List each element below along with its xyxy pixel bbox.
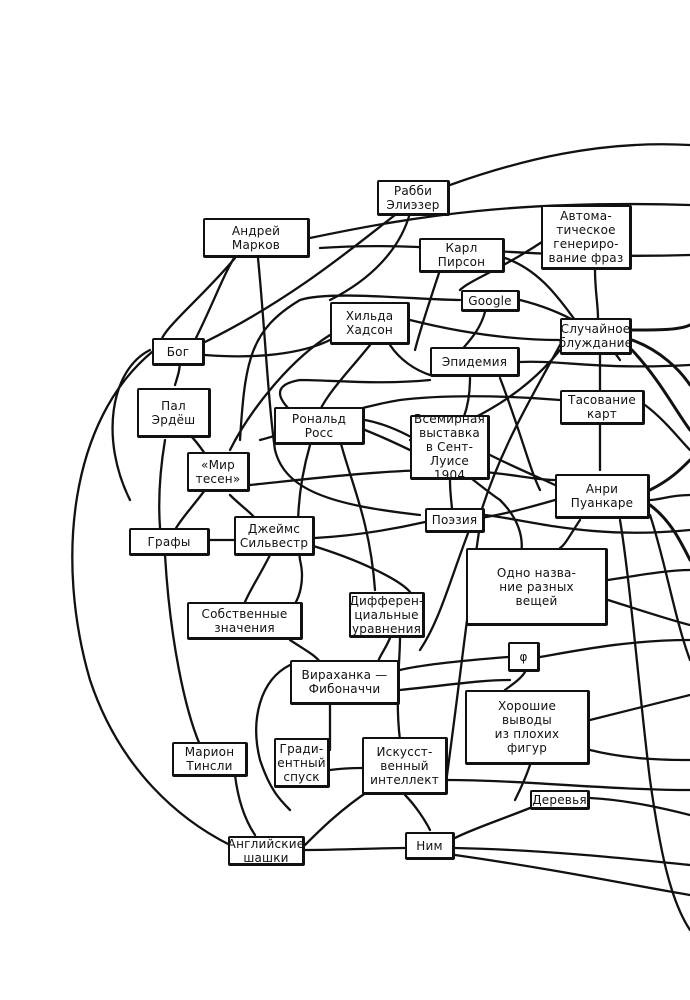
edge: [498, 376, 542, 492]
edge: [256, 256, 422, 517]
edge: [630, 338, 690, 387]
edge: [228, 493, 257, 520]
edge: [488, 453, 557, 487]
edge: [453, 846, 690, 867]
node-rabbi-eliezer: Рабби Элиэзер: [377, 180, 450, 216]
edge: [111, 348, 152, 502]
edge: [648, 513, 690, 662]
edge: [238, 294, 462, 442]
edge: [558, 518, 582, 550]
node-karl-pearson: Карл Пирсон: [419, 238, 505, 273]
node-good-conclusions-bad-figures: Хорошие выводы из плохих фигур: [465, 690, 590, 765]
edge: [618, 518, 690, 932]
edge: [173, 488, 207, 532]
edge: [606, 568, 690, 582]
edge: [518, 360, 690, 368]
edge: [163, 553, 202, 747]
edge: [308, 202, 690, 240]
edge: [243, 553, 272, 604]
node-google: Google: [461, 290, 520, 312]
node-artificial-intelligence: Искусст- венный интеллект: [362, 737, 448, 795]
edge: [478, 343, 562, 517]
edge: [398, 678, 512, 692]
node-paul-erdos: Пал Эрдёш: [137, 388, 211, 438]
edge: [203, 338, 332, 358]
edge: [453, 853, 690, 897]
edge: [398, 655, 510, 672]
edge: [448, 478, 454, 512]
edge: [503, 670, 527, 692]
node-gradient-descent: Гради- ентный спуск: [274, 738, 330, 788]
edge: [513, 763, 532, 802]
edge: [338, 438, 377, 592]
node-english-checkers: Английские шашки: [227, 836, 305, 866]
edge: [606, 598, 690, 627]
node-poetry: Поэзия: [425, 508, 485, 533]
edge: [303, 846, 407, 852]
edge: [308, 543, 412, 594]
node-graphs: Графы: [129, 528, 210, 556]
node-henri-poincare: Анри Пуанкаре: [555, 474, 650, 519]
edge: [630, 323, 690, 332]
node-hilda-hudson: Хильда Хадсон: [330, 302, 410, 345]
node-eigenvalues: Собственные значения: [187, 602, 303, 640]
node-nim: Ним: [405, 832, 455, 860]
edge: [413, 268, 442, 352]
node-phi: φ: [508, 642, 540, 672]
edge: [538, 638, 690, 659]
edge: [593, 268, 600, 320]
node-random-walk: Случайное блуждание: [559, 318, 632, 355]
edge: [71, 350, 232, 847]
node-james-sylvester: Джеймс Сильвестр: [234, 516, 315, 556]
edge: [313, 520, 427, 540]
node-world-expo-1904: Всемирная выставка в Сент- Луисе 1904: [410, 412, 490, 482]
edge: [233, 773, 257, 837]
edge: [328, 211, 412, 302]
edge: [483, 513, 690, 534]
edge: [446, 778, 690, 792]
edge: [318, 244, 690, 257]
node-marion-tinsley: Марион Тинсли: [172, 742, 248, 777]
edge: [388, 343, 432, 377]
node-god: Бог: [152, 338, 205, 366]
node-differential-equations: Дифферен- циальные уравнения: [349, 592, 425, 638]
edge: [453, 806, 532, 840]
edge: [588, 796, 690, 817]
edge: [255, 663, 292, 812]
connection-lines: [71, 143, 690, 932]
edge: [228, 333, 332, 452]
edge: [503, 256, 577, 322]
edge: [408, 318, 562, 342]
node-card-shuffling: Тасование карт: [560, 390, 645, 425]
node-small-world: «Мир тесен»: [187, 452, 250, 492]
node-andrei-markov: Андрей Марков: [203, 218, 310, 258]
edge: [648, 458, 690, 492]
node-epidemic: Эпидемия: [430, 347, 520, 377]
edge: [328, 766, 364, 772]
node-ronald-ross: Рональд Росс: [274, 407, 365, 445]
edge: [418, 526, 472, 652]
edge: [403, 793, 432, 832]
edge: [643, 403, 690, 452]
node-one-name-for-different-things: Одно назва- ние разных вещей: [466, 548, 608, 626]
edge: [278, 378, 432, 412]
edge: [478, 498, 557, 520]
edge: [318, 343, 372, 412]
edge: [376, 636, 392, 664]
node-automatic-phrase-generation: Автома- тическое генериро- вание фраз: [541, 205, 632, 270]
node-virahanka-fibonacci: Вираханка — Фибоначчи: [290, 660, 400, 705]
edge: [303, 788, 372, 847]
node-trees: Деревья: [530, 790, 590, 810]
edge: [588, 748, 690, 762]
edge: [363, 418, 523, 562]
edge: [203, 213, 397, 344]
edge: [158, 438, 167, 530]
edge: [630, 348, 690, 432]
edge: [248, 468, 557, 487]
edge: [288, 638, 322, 664]
edge: [588, 693, 690, 722]
edge: [648, 493, 690, 502]
edge: [448, 143, 690, 187]
